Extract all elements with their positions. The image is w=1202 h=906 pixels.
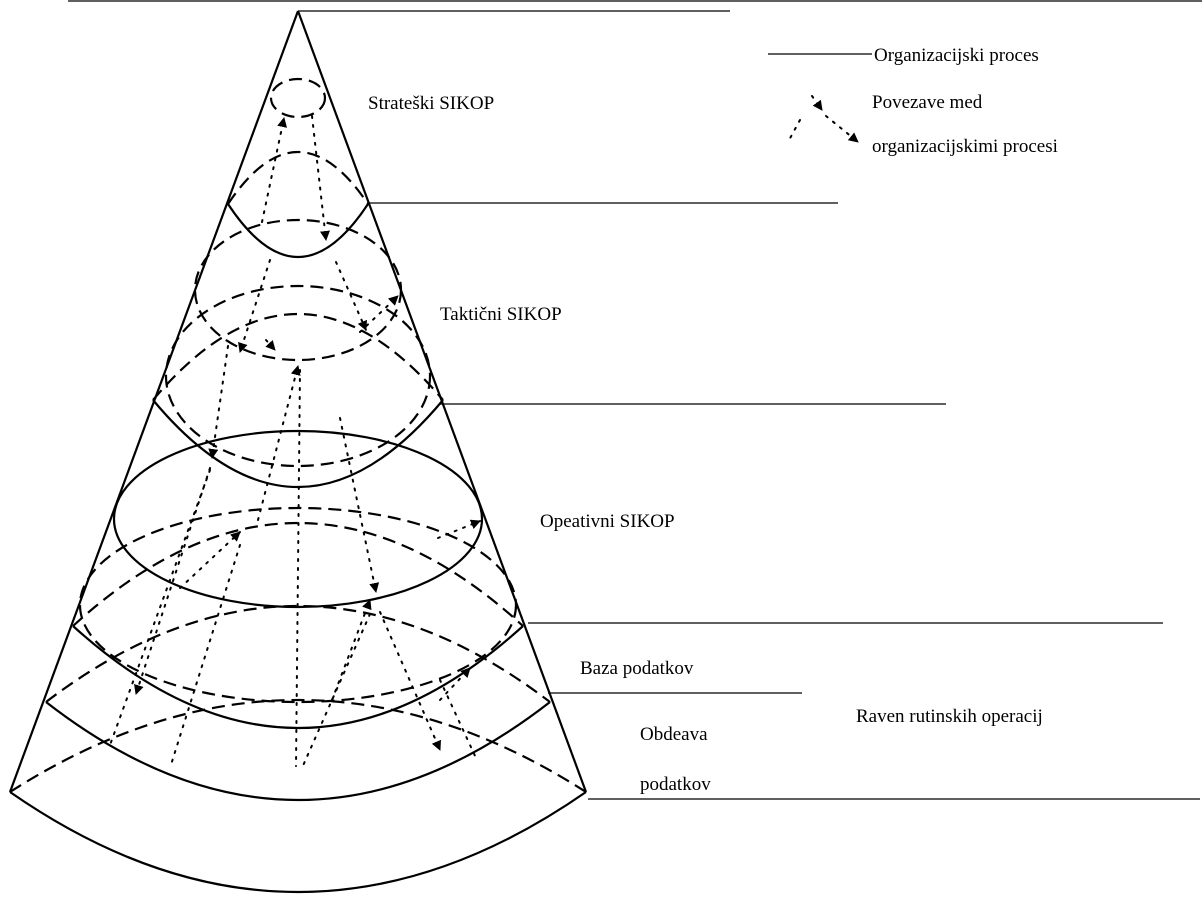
cone-base-front bbox=[9, 791, 587, 894]
legend-dotted-line-label-2: organizacijskimi procesi bbox=[872, 136, 1058, 157]
ellipse-operative-top bbox=[112, 429, 484, 609]
ellipse-tactical-front bbox=[152, 399, 444, 489]
ellipse-database-back bbox=[45, 605, 551, 703]
legend-dotted-line-sample-3 bbox=[787, 119, 801, 143]
ellipse-strategic-front bbox=[227, 203, 369, 258]
legend-dotted-line-sample-2 bbox=[825, 115, 859, 143]
cone-outline bbox=[8, 10, 588, 793]
legend-dotted-line-sample bbox=[811, 95, 823, 111]
legend: Organizacijski proces Povezave med organ… bbox=[768, 45, 1058, 157]
label-processing-line1: Obdeava bbox=[640, 724, 708, 745]
ellipse-operative-back bbox=[72, 521, 524, 627]
cone-base-back bbox=[9, 698, 587, 793]
ellipse-strategic-back bbox=[227, 151, 369, 205]
legend-dotted-line-label-1: Povezave med bbox=[872, 92, 983, 113]
label-operative: Opeativni SIKOP bbox=[540, 511, 675, 532]
label-strategic: Strateški SIKOP bbox=[368, 93, 494, 114]
label-processing-line2: podatkov bbox=[640, 774, 711, 795]
ellipse-tactical-back bbox=[152, 312, 444, 401]
label-database: Baza podatkov bbox=[580, 658, 694, 679]
label-routine-operations: Raven rutinskih operacij bbox=[856, 706, 1043, 727]
ellipse-database-front bbox=[45, 701, 551, 801]
label-tactical: Taktični SIKOP bbox=[440, 304, 562, 325]
process-connections bbox=[109, 115, 481, 769]
ellipse-operative-mid bbox=[78, 506, 518, 704]
ellipse-strategic-top bbox=[269, 77, 327, 119]
legend-solid-line-label: Organizacijski proces bbox=[874, 45, 1039, 66]
ellipse-tactical-1 bbox=[193, 218, 403, 362]
ellipse-tactical-2 bbox=[164, 284, 432, 468]
